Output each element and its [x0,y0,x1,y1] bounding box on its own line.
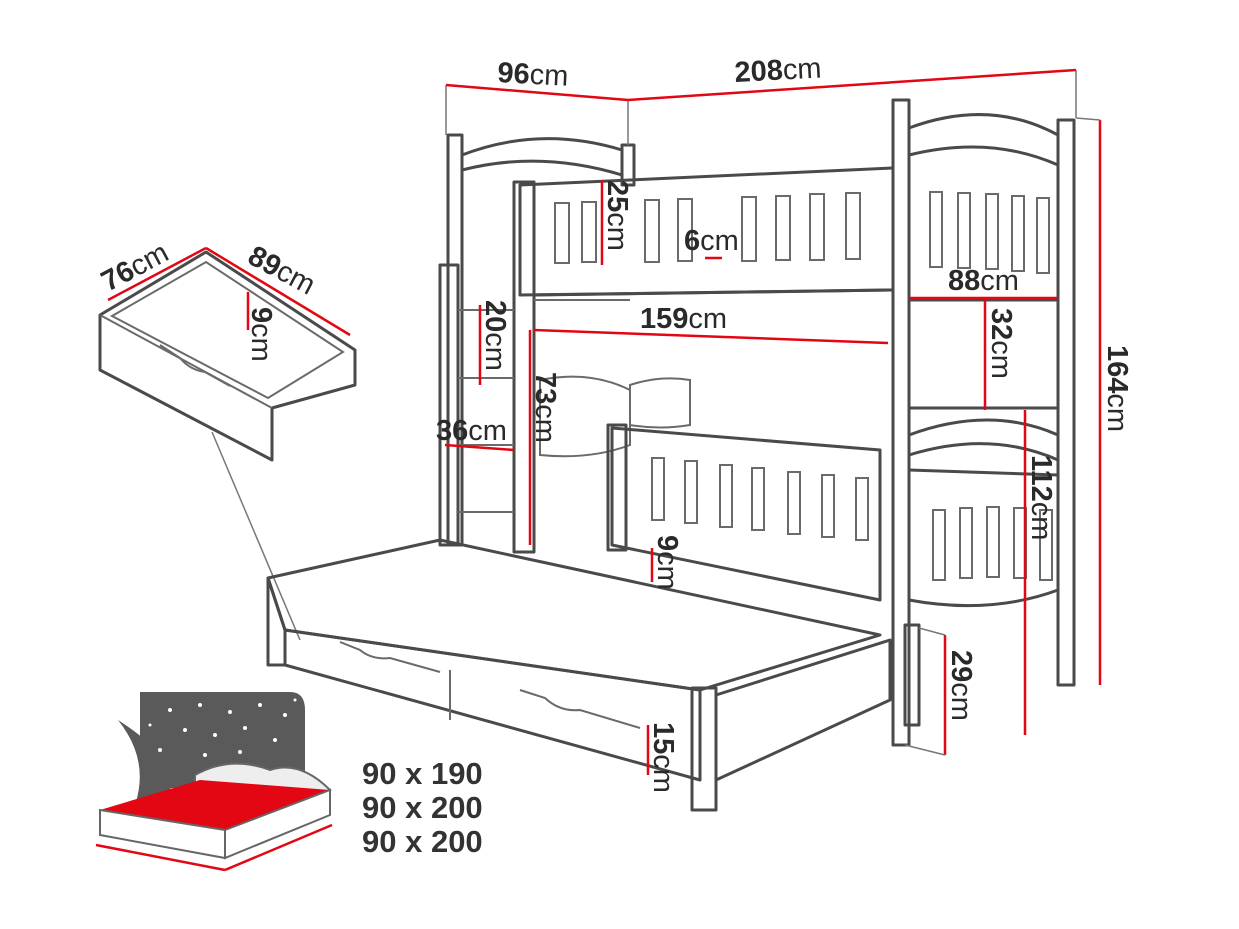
mattress-night-icon [95,692,333,872]
mattress-size: 90 x 200 [362,790,483,825]
mattress-size-list: 90 x 190 90 x 200 90 x 200 [362,756,483,859]
dimension-labels: 96cm 208cm 76cm 89cm 9cm 25cm 6cm 88cm 2… [96,52,1133,792]
label-bed-length: 208cm [734,52,823,89]
label-drawer-height: 9cm [245,307,277,362]
label-trundle-height: 15cm [647,722,679,793]
label-lower-rail-height: 9cm [651,535,683,590]
label-end-width: 88cm [948,265,1019,297]
label-slat-gap: 6cm [684,225,739,257]
mattress-size: 90 x 190 [362,756,483,791]
label-entry-opening: 73cm [529,372,561,443]
label-upper-height: 112cm [1025,455,1057,540]
label-drawer-depth: 76cm [96,237,174,299]
dimension-lines [107,68,1102,775]
mattress-size: 90 x 200 [362,824,483,859]
label-ladder-width: 36cm [436,415,507,447]
bunk-bed-illustration [266,98,1076,812]
label-bed-depth: 96cm [497,57,570,93]
drawer-illustration [98,250,357,641]
label-total-height: 164cm [1101,345,1133,432]
lower-slats [651,457,1053,581]
label-rail-length: 159cm [640,303,727,335]
label-top-rail-height: 25cm [601,180,633,251]
label-lower-bed-height: 29cm [945,650,977,721]
upper-slats [554,191,1050,274]
label-bunk-clearance: 32cm [985,308,1017,379]
label-ladder-step: 20cm [479,300,511,371]
